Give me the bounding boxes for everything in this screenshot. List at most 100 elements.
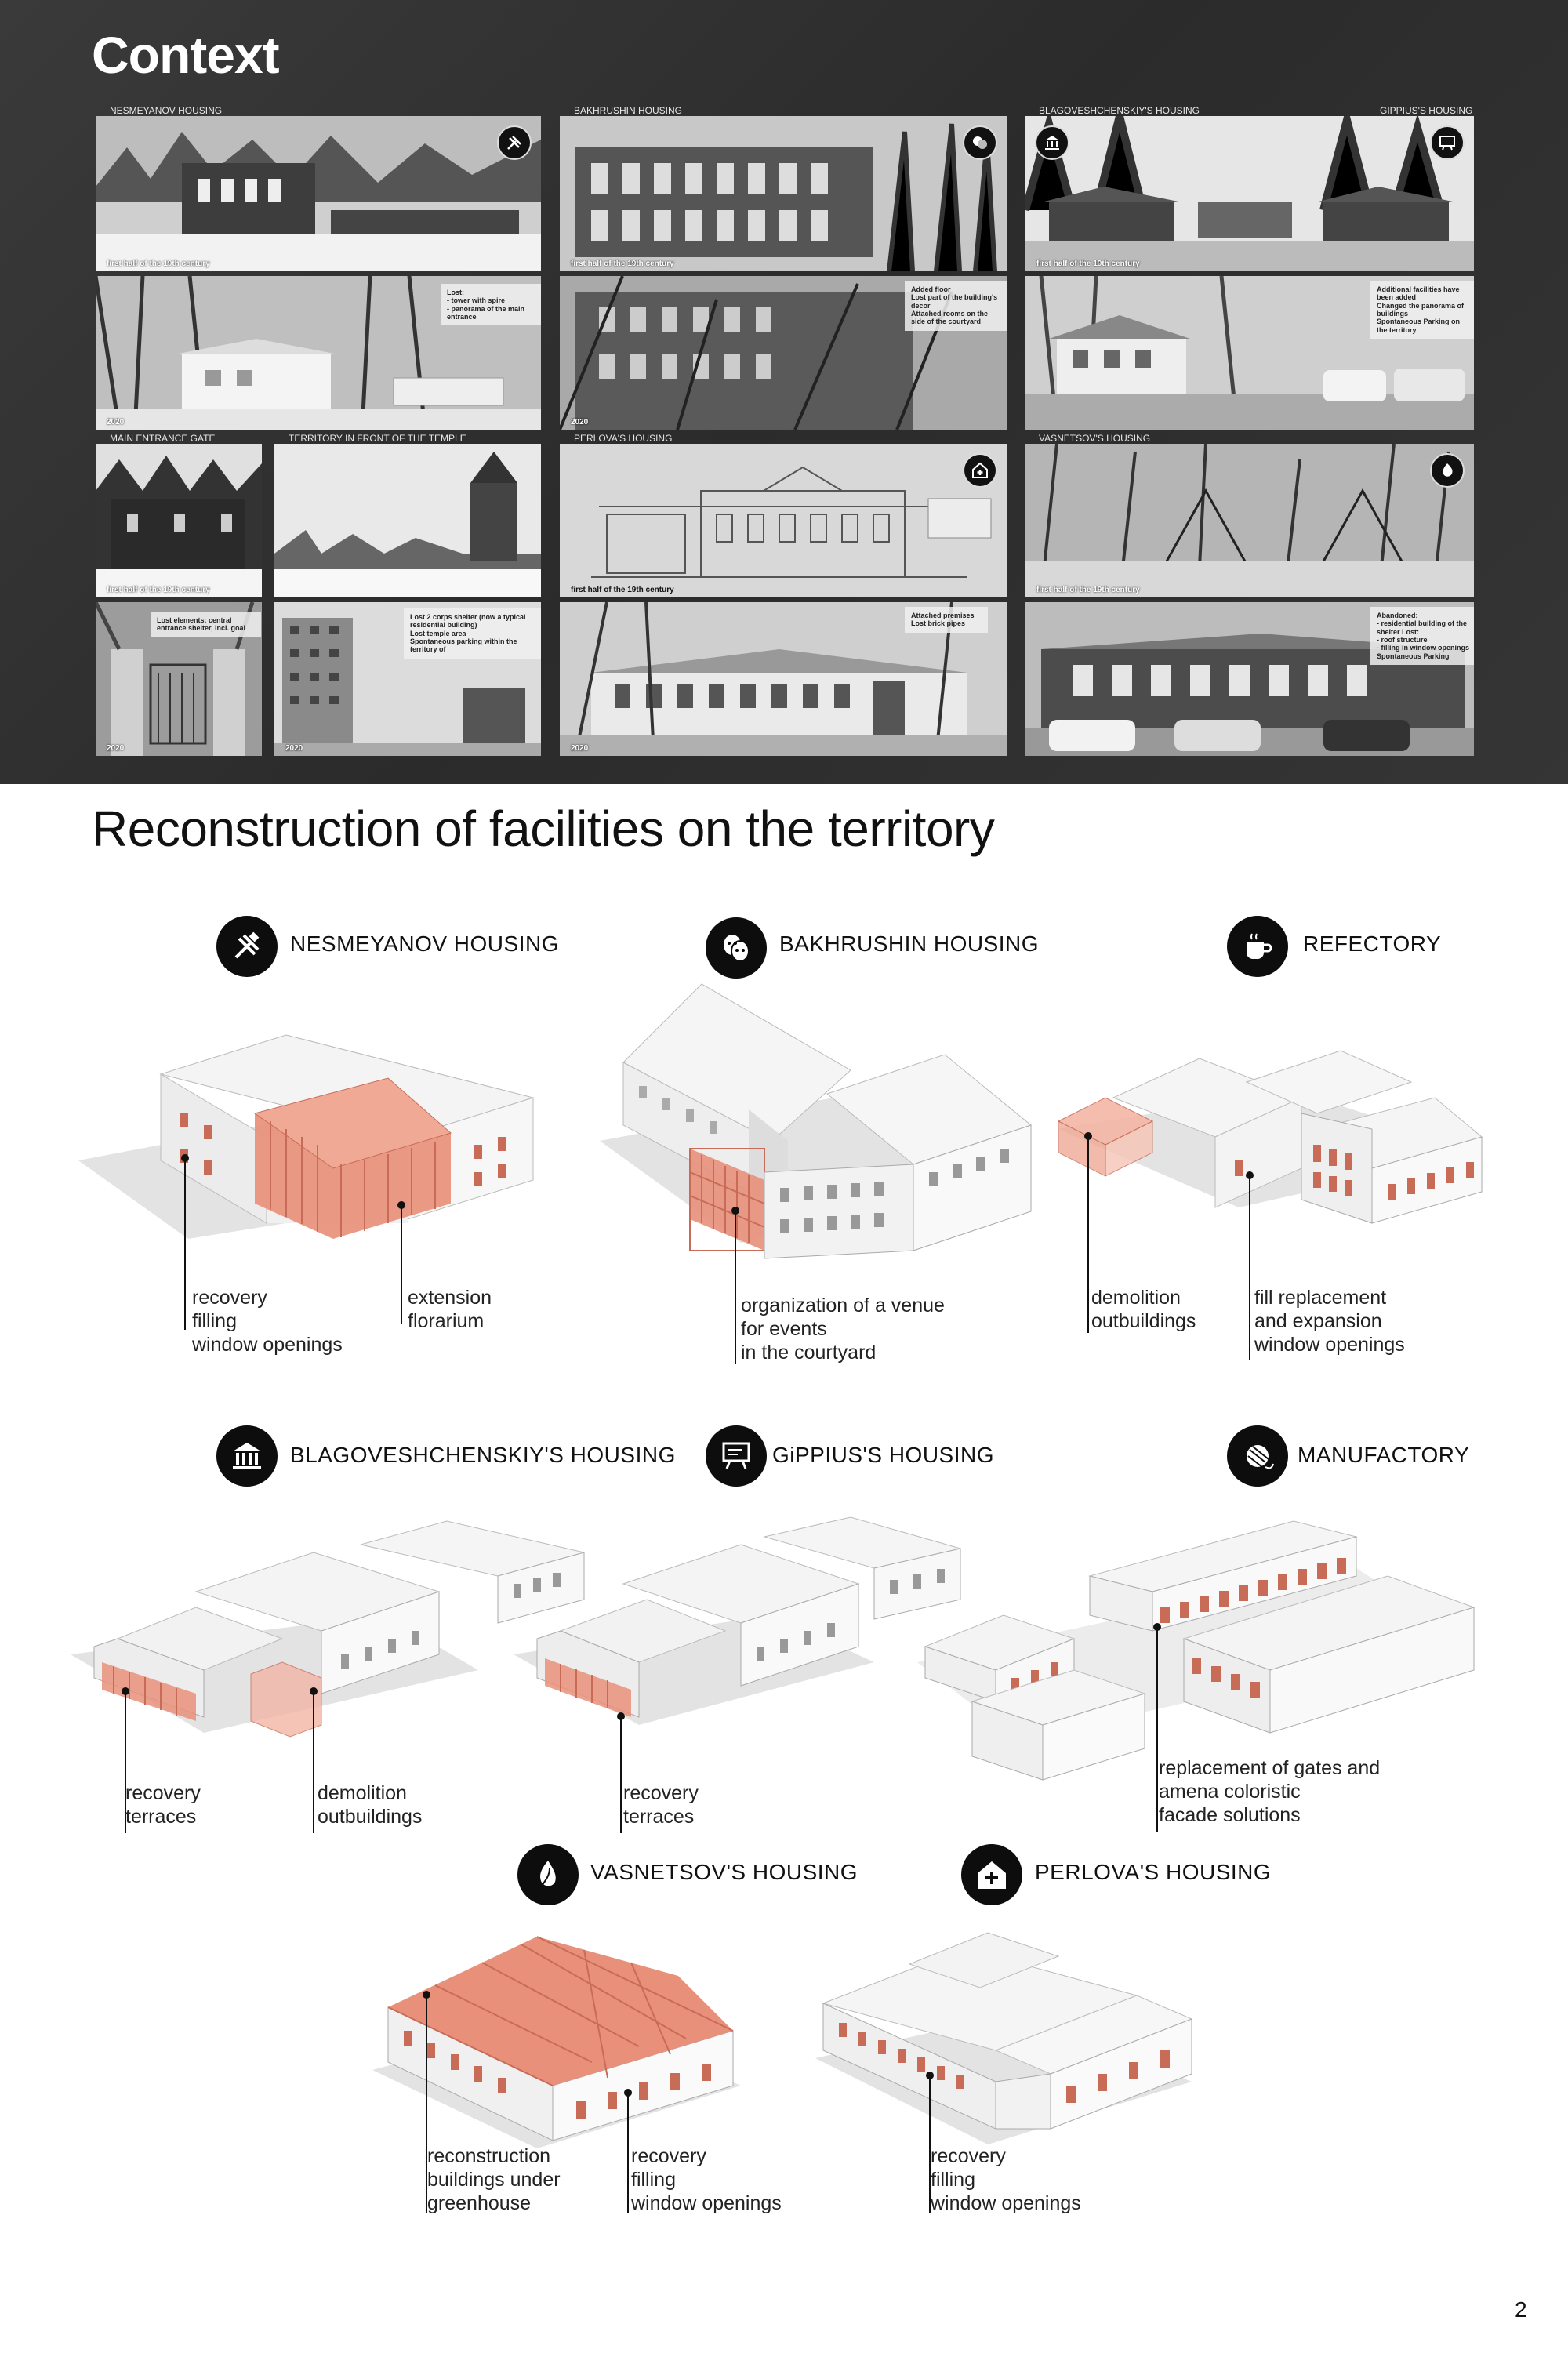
caption-perlova-2020: 2020 — [571, 744, 589, 753]
tools-icon — [507, 136, 521, 150]
leader-gippius — [620, 1717, 622, 1833]
context-title: Context — [92, 26, 280, 84]
dot-gippius — [617, 1712, 625, 1720]
photo-territory-historic — [274, 444, 541, 597]
vasnetsov-title: VASNETSOV'S HOUSING — [590, 1860, 858, 1884]
nesmeyanov-title: NESMEYANOV HOUSING — [290, 931, 559, 956]
photo-nesmeyanov-2020: 2020 Lost: - tower with spire - panorama… — [96, 276, 541, 430]
manufactory-title: MANUFACTORY — [1298, 1443, 1470, 1467]
dot-nesmeyanov-2 — [397, 1201, 405, 1209]
label-territory: TERRITORY IN FRONT OF THE TEMPLE — [289, 433, 466, 444]
label-gippius: GIPPIUS'S HOUSING — [1380, 105, 1473, 116]
blackboard-icon — [1439, 136, 1455, 151]
caption-bakhrushin-old: first half of the 19th century — [571, 260, 674, 268]
nesmeyanov-axonometric — [78, 1034, 535, 1239]
blagoveshchenskiy-badge — [216, 1425, 278, 1487]
note-nesmeyanov: Lost: - tower with spire - panorama of t… — [441, 284, 541, 326]
vasnetsov-badge — [517, 1844, 579, 1905]
leader-nesmeyanov-2 — [401, 1206, 402, 1324]
caption-vasnetsov-old: first half of the 19th century — [1036, 586, 1140, 594]
theatre-masks-icon — [973, 136, 987, 149]
ann-bakhrushin-venue: organization of a venue for events in th… — [741, 1295, 945, 1364]
dot-manufactory — [1153, 1623, 1161, 1631]
coffee-cup-icon — [1247, 933, 1272, 959]
page-number: 2 — [1515, 2297, 1527, 2322]
leader-manufactory — [1156, 1628, 1158, 1832]
blackboard-icon — [722, 1442, 750, 1469]
label-perlova: PERLOVA'S HOUSING — [574, 433, 673, 444]
badge-medical-house — [963, 453, 997, 488]
photo-vasnetsov-historic: first half of the 19th century — [1025, 444, 1474, 597]
label-nesmeyanov: NESMEYANOV HOUSING — [110, 105, 223, 116]
photo-perlova-drawing: first half of the 19th century — [560, 444, 1007, 597]
ann-nesmeyanov-florarium: extension florarium — [408, 1287, 492, 1332]
caption-nesmeyanov-2020: 2020 — [107, 418, 125, 427]
blagoveshchenskiy-axonometric — [71, 1520, 585, 1738]
manufactory-badge — [1227, 1425, 1288, 1487]
leader-vasnetsov-2 — [627, 2093, 629, 2213]
ann-blago-terraces: recovery terraces — [125, 1782, 201, 1828]
photo-blagoveshchenskiy-historic: first half of the 19th century — [1025, 116, 1474, 271]
caption-territory-2020: 2020 — [285, 744, 303, 753]
photo-perlova-2020: 2020 Attached premises Lost brick pipes — [560, 602, 1007, 756]
leader-refectory-2 — [1249, 1176, 1250, 1360]
yarn-icon — [1247, 1445, 1274, 1469]
theatre-masks-icon — [724, 935, 750, 962]
leader-vasnetsov-1 — [426, 1995, 427, 2213]
dot-bakhrushin — [731, 1207, 739, 1215]
badge-leaf — [1430, 453, 1465, 488]
note-bakhrushin: Added floor Lost part of the building's … — [905, 281, 1007, 331]
ann-blago-demolition: demolition outbuildings — [318, 1782, 423, 1828]
leaf-drop-icon — [540, 1861, 556, 1886]
bakhrushin-badge — [706, 917, 767, 979]
ann-nesmeyanov-windows: recovery filling window openings — [192, 1287, 343, 1356]
refectory-title: REFECTORY — [1303, 931, 1442, 956]
photo-nesmeyanov-historic: first half of the 19th century — [96, 116, 541, 271]
blagoveshchenskiy-title: BLAGOVESHCHENSKIY'S HOUSING — [290, 1443, 676, 1467]
tools-icon — [234, 931, 260, 959]
leaf-drop-icon — [1443, 463, 1453, 477]
leader-blago-1 — [125, 1692, 126, 1833]
photo-bakhrushin-2020: 2020 Added floor Lost part of the buildi… — [560, 276, 1007, 430]
photo-gate-2020: 2020 Lost elements: central entrance she… — [96, 602, 262, 756]
manufactory-axonometric — [917, 1520, 1475, 1781]
dot-perlova — [926, 2072, 934, 2079]
ann-refectory-demolition: demolition outbuildings — [1091, 1287, 1196, 1332]
photo-vasnetsov-2020: Abandoned: - residential building of the… — [1025, 602, 1474, 756]
ann-manufactory-gates: replacement of gates and amena coloristi… — [1159, 1757, 1381, 1826]
museum-icon — [233, 1443, 261, 1469]
photo-gate-historic: first half of the 19th century — [96, 444, 262, 597]
perlova-title: PERLOVA'S HOUSING — [1035, 1860, 1272, 1884]
perlova-badge — [961, 1844, 1022, 1905]
caption-bakhrushin-2020: 2020 — [571, 418, 589, 427]
badge-masks — [963, 125, 997, 160]
badge-tools — [497, 125, 532, 160]
photo-territory-2020: 2020 Lost 2 corps shelter (now a typical… — [274, 602, 541, 756]
label-vasnetsov: VASNETSOV'S HOUSING — [1039, 433, 1151, 444]
context-section: Context NESMEYANOV HOUSING BAKHRUSHIN HO… — [0, 0, 1568, 784]
label-blagoveshchenskiy: BLAGOVESHCHENSKIY'S HOUSING — [1039, 105, 1200, 116]
label-main-gate: MAIN ENTRANCE GATE — [110, 433, 216, 444]
note-blago: Additional facilities have been added Ch… — [1370, 281, 1474, 340]
note-vasnetsov: Abandoned: - residential building of the… — [1370, 607, 1474, 666]
perlova-axonometric — [815, 1932, 1193, 2144]
leader-perlova — [929, 2076, 931, 2213]
photo-blago-2020: Additional facilities have been added Ch… — [1025, 276, 1474, 430]
note-gate: Lost elements: central entrance shelter,… — [151, 612, 261, 637]
refectory-axonometric — [1057, 1050, 1483, 1224]
dot-refectory-1 — [1084, 1132, 1092, 1140]
dot-blago-1 — [122, 1687, 129, 1695]
caption-blago-old: first half of the 19th century — [1036, 260, 1140, 268]
leader-blago-2 — [313, 1692, 314, 1833]
caption-gate-2020: 2020 — [107, 744, 125, 753]
leader-bakhrushin — [735, 1211, 736, 1364]
ann-vasnetsov-greenhouse: reconstruction buildings under greenhous… — [427, 2145, 561, 2214]
reconstruction-title: Reconstruction of facilities on the terr… — [92, 801, 995, 857]
label-bakhrushin: BAKHRUSHIN HOUSING — [574, 105, 683, 116]
vasnetsov-axonometric — [372, 1936, 741, 2148]
leader-nesmeyanov-1 — [184, 1159, 186, 1330]
medical-house-icon — [972, 462, 988, 478]
gippius-axonometric — [514, 1516, 961, 1725]
ann-perlova-windows: recovery filling window openings — [931, 2145, 1081, 2214]
dot-blago-2 — [310, 1687, 318, 1695]
